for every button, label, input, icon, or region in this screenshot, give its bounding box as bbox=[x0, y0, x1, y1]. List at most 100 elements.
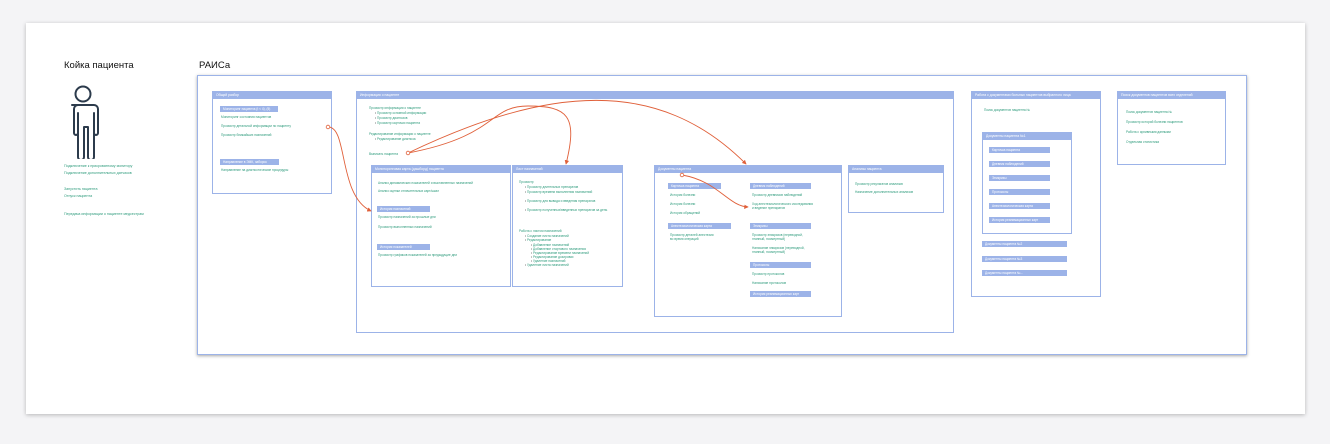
docs-all-box: Работа с документами больных пациентов в… bbox=[971, 91, 1101, 297]
docs-tag-epicrisis[interactable]: Эпикризы bbox=[750, 223, 811, 229]
general-tag-referral[interactable]: Направление в ЭМК, заборок bbox=[220, 159, 279, 165]
analysis-item-1[interactable]: Просмотр результатов анализов bbox=[855, 182, 903, 186]
plan-edit-3[interactable]: • Редактирование времени назначений bbox=[531, 251, 589, 255]
person-icon bbox=[71, 85, 99, 159]
docs-right-5[interactable]: Просмотр протоколов bbox=[752, 272, 785, 276]
docs-right-3[interactable]: Просмотр эпикризов (переводной, этапный,… bbox=[752, 233, 803, 241]
general-item-1[interactable]: Мониторинг состояния пациентов bbox=[221, 115, 272, 119]
analysis-item-2[interactable]: Назначение дополнительных анализов bbox=[855, 190, 914, 194]
plan-last-1[interactable]: • Удаление листа назначений bbox=[525, 263, 569, 267]
docs-left-4[interactable]: Просмотр деталей анестезии bbox=[670, 233, 714, 237]
patient-docs-2[interactable]: Документы пациента №2 bbox=[982, 241, 1067, 247]
left-link-4[interactable]: Отпуск пациента bbox=[64, 194, 93, 198]
pd-tag-5[interactable]: Анестезиологическая карта bbox=[989, 203, 1050, 209]
plan-work-1[interactable]: • Создание листа назначений bbox=[525, 234, 569, 238]
pd-tag-6[interactable]: История реанимационных карт bbox=[989, 217, 1050, 223]
plan-view-2[interactable]: • Просмотр времени выполнения назначений bbox=[525, 190, 593, 194]
docs-tag-anesthesia[interactable]: Анестезиологическая карта bbox=[668, 223, 731, 229]
plan-view-4[interactable]: • Просмотр полученных/введенных препарат… bbox=[525, 208, 608, 212]
analysis-header: Анализы пациента bbox=[849, 166, 943, 173]
docs-search-4[interactable]: Отдельная статистика bbox=[1126, 140, 1160, 144]
raisa-title: РАИСа bbox=[199, 60, 231, 71]
docs-right-4[interactable]: Написание эпикризов (переводной, этапный… bbox=[752, 246, 805, 254]
plan-view-title: Просмотр bbox=[519, 180, 534, 184]
patient-info-header: Информация о пациенте bbox=[357, 92, 953, 99]
docs-tag-diary[interactable]: Дневник наблюдений bbox=[750, 183, 811, 189]
docs-right-1[interactable]: Просмотр дневников наблюдений bbox=[752, 193, 803, 197]
discharge-link[interactable]: Выписать пациента bbox=[369, 152, 399, 156]
info-list-title: Просмотр информации о пациенте bbox=[369, 106, 421, 110]
docs-tag-history-cards[interactable]: История реанимационных карт bbox=[750, 291, 811, 297]
general-box: Общий разбор Мониторинг пациента (t < 4)… bbox=[212, 91, 332, 194]
docs-all-search[interactable]: Поиск документов пациента № bbox=[984, 108, 1030, 112]
pd-tag-4[interactable]: Протоколы bbox=[989, 189, 1050, 195]
general-tag-monitoring[interactable]: Мониторинг пациента (t < 4), (5) bbox=[220, 106, 278, 112]
plan-header: Лист назначений bbox=[513, 166, 622, 173]
monitor-tag-history[interactable]: История назначений bbox=[377, 206, 430, 212]
docs-left-3[interactable]: История обращений bbox=[670, 211, 701, 215]
docs-search-1[interactable]: Поиск документов пациента № bbox=[1126, 110, 1172, 114]
patient-docs-3[interactable]: Документы пациента №3 bbox=[982, 256, 1067, 262]
info-edit-title: Редактирование информации о пациенте bbox=[369, 132, 431, 136]
docs-box: Документы пациента Карточка пациента Ист… bbox=[654, 165, 842, 317]
docs-search-2[interactable]: Просмотр историй болезни пациентов bbox=[1126, 120, 1183, 124]
plan-view-3[interactable]: • Просмотр для вывода и введения препара… bbox=[525, 199, 596, 203]
plan-edit-1[interactable]: • Добавление назначений bbox=[531, 243, 570, 247]
docs-header: Документы пациента bbox=[655, 166, 841, 173]
pd-tag-3[interactable]: Эпикризы bbox=[989, 175, 1050, 181]
plan-edit-4[interactable]: • Редактирование дозировки bbox=[531, 255, 574, 259]
plan-edit-5[interactable]: • Удаление назначений bbox=[531, 259, 566, 263]
monitor-t2-item-1[interactable]: Просмотр графиков показателей за предыду… bbox=[378, 253, 457, 257]
plan-view-1[interactable]: • Просмотр длительных препаратов bbox=[525, 185, 579, 189]
docs-left-5[interactable]: во время операций bbox=[670, 237, 699, 241]
monitor-t1-item-2[interactable]: Просмотр выполненных назначений bbox=[378, 225, 432, 229]
info-list-1[interactable]: • Просмотр основной информации bbox=[375, 111, 427, 115]
canvas-sheet: Койка пациента Подключение к прикроватно… bbox=[26, 23, 1305, 414]
arrow-to-plan bbox=[407, 105, 572, 165]
plan-edit-2[interactable]: • Добавление стартового назначения bbox=[531, 247, 586, 251]
left-link-2[interactable]: Подключение дополнительных датчиков bbox=[64, 171, 132, 175]
plan-work-title: Работа с листом назначений bbox=[519, 229, 562, 233]
info-list-2[interactable]: • Просмотр диагнозов bbox=[375, 116, 408, 120]
general-item-4[interactable]: Направление на диагностические процедуры bbox=[221, 168, 289, 172]
docs-search-header: Поиск документов пациентов всех отделени… bbox=[1118, 92, 1225, 99]
docs-right-6[interactable]: Написание протоколов bbox=[752, 281, 787, 285]
analysis-box: Анализы пациента Просмотр результатов ан… bbox=[848, 165, 944, 213]
pd-tag-1[interactable]: Карточка пациента bbox=[989, 147, 1050, 153]
monitor-t1-item-1[interactable]: Просмотр назначений за прошлые дни bbox=[378, 215, 436, 219]
connector-arrows bbox=[325, 99, 749, 212]
docs-left-1[interactable]: История болезни bbox=[670, 193, 696, 197]
patient-docs-box: Документы пациента №1 Карточка пациента … bbox=[982, 132, 1072, 234]
docs-tag-protocols[interactable]: Протоколы bbox=[750, 262, 811, 268]
info-list-3[interactable]: • Просмотр карточки пациента bbox=[375, 121, 421, 125]
docs-tag-card[interactable]: Карточка пациента bbox=[668, 183, 721, 189]
docs-left-2[interactable]: История болезни bbox=[670, 202, 696, 206]
left-link-5[interactable]: Передача информации о пациенте медсестра… bbox=[64, 212, 144, 216]
info-edit-1[interactable]: • Редактирование диагноза bbox=[375, 137, 416, 141]
docs-search-box: Поиск документов пациентов всех отделени… bbox=[1117, 91, 1226, 165]
docs-search-3[interactable]: Работа с архивными данными bbox=[1126, 130, 1171, 134]
monitor-card-header: Мониторинговая карта (дашборд) пациента bbox=[372, 166, 510, 173]
monitor-item-1[interactable]: Анализ динамических показателей и выстав… bbox=[378, 181, 473, 185]
raisa-frame: Общий разбор Мониторинг пациента (t < 4)… bbox=[197, 75, 1247, 355]
left-link-1[interactable]: Подключение к прикроватному монитору bbox=[64, 164, 133, 168]
patient-docs-header: Документы пациента №1 bbox=[983, 133, 1071, 140]
patient-info-box: Информация о пациенте Просмотр информаци… bbox=[356, 91, 954, 333]
monitor-item-2[interactable]: Анализ оценки отличительных карт/шкал bbox=[378, 189, 440, 193]
patient-docs-n[interactable]: Документы пациента №... bbox=[982, 270, 1067, 276]
left-link-3[interactable]: Запустить пациента bbox=[64, 187, 98, 191]
plan-box: Лист назначений Просмотр • Просмотр длит… bbox=[512, 165, 623, 287]
monitor-card-box: Мониторинговая карта (дашборд) пациента … bbox=[371, 165, 511, 287]
docs-right-2[interactable]: Ход анестезиологического исследования и … bbox=[752, 202, 813, 210]
docs-all-header: Работа с документами больных пациентов в… bbox=[972, 92, 1100, 99]
arrow-to-docs bbox=[407, 99, 747, 165]
general-item-2[interactable]: Просмотр детальной информации по пациент… bbox=[221, 124, 291, 128]
arrow-to-monitor-card bbox=[327, 126, 372, 212]
bed-title: Койка пациента bbox=[64, 60, 134, 71]
arrow-to-diary bbox=[681, 174, 749, 210]
monitor-tag-indicators[interactable]: История показателей bbox=[377, 244, 430, 250]
general-header: Общий разбор bbox=[213, 92, 331, 99]
pd-tag-2[interactable]: Дневник наблюдений bbox=[989, 161, 1050, 167]
plan-work-2[interactable]: • Редактирование bbox=[525, 238, 552, 242]
general-item-3[interactable]: Просмотр ближайших назначений bbox=[221, 133, 272, 137]
